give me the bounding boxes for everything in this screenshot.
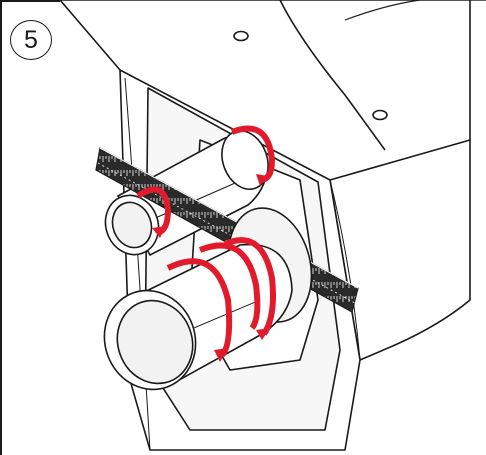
step-number-badge: 5	[10, 20, 52, 60]
red-rotation-arrow-icon	[136, 125, 276, 362]
step-number: 5	[24, 26, 38, 54]
